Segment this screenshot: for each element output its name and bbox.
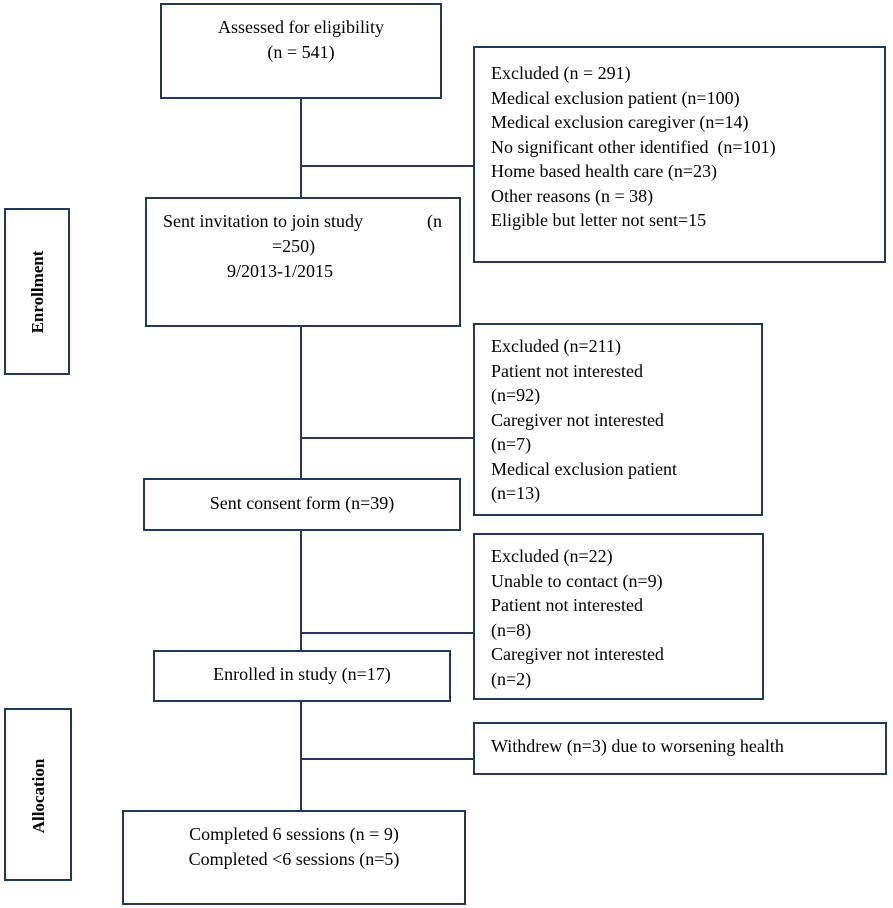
excluded1-line: Medical exclusion caregiver (n=14) bbox=[491, 112, 749, 132]
excluded-box-3: Excluded (n=22) Unable to contact (n=9) … bbox=[473, 533, 764, 700]
excluded2-line: Excluded (n=211) bbox=[491, 336, 621, 356]
assessed-title: Assessed for eligibility bbox=[218, 17, 384, 37]
consent-box: Sent consent form (n=39) bbox=[143, 478, 461, 531]
completed-box: Completed 6 sessions (n = 9) Completed <… bbox=[122, 810, 466, 905]
withdrew-box: Withdrew (n=3) due to worsening health bbox=[473, 722, 887, 775]
excluded-box-1: Excluded (n = 291) Medical exclusion pat… bbox=[473, 46, 886, 263]
excluded2-line: (n=92) bbox=[491, 385, 541, 405]
enrolled-label: Enrolled in study (n=17) bbox=[213, 664, 391, 684]
excluded1-line: Excluded (n = 291) bbox=[491, 63, 631, 83]
consent-label: Sent consent form (n=39) bbox=[209, 493, 395, 513]
assessed-box: Assessed for eligibility (n = 541) bbox=[160, 3, 442, 99]
excluded3-line: Excluded (n=22) bbox=[491, 546, 613, 566]
excluded2-line: Patient not interested bbox=[491, 360, 643, 381]
excluded3-line: (n=8) bbox=[491, 619, 532, 640]
allocation-label: Allocation bbox=[29, 758, 48, 834]
excluded1-line: No significant other identified (n=101) bbox=[491, 136, 776, 157]
invitation-n-part1: (n bbox=[427, 211, 442, 231]
excluded1-line: Home based health care (n=23) bbox=[491, 161, 718, 181]
completed-6-sessions: Completed 6 sessions (n = 9) bbox=[189, 824, 399, 844]
connector-main-1 bbox=[300, 98, 302, 198]
enrolled-box: Enrolled in study (n=17) bbox=[153, 650, 451, 702]
excluded3-line: Patient not interested bbox=[491, 595, 643, 615]
excluded2-line: Caregiver not interested bbox=[491, 409, 664, 430]
excluded-box-2: Excluded (n=211) Patient not interested … bbox=[473, 323, 763, 516]
connector-main-3 bbox=[300, 530, 302, 651]
enrollment-label: Enrollment bbox=[28, 250, 47, 334]
invitation-dates: 9/2013-1/2015 bbox=[227, 261, 333, 281]
excluded1-line: Medical exclusion patient (n=100) bbox=[491, 87, 740, 108]
excluded2-line: (n=7) bbox=[491, 434, 532, 454]
excluded3-line: (n=2) bbox=[491, 668, 532, 689]
invitation-box: Sent invitation to join study (n =250) 9… bbox=[145, 197, 461, 327]
connector-branch-3 bbox=[300, 632, 474, 634]
withdrew-label: Withdrew (n=3) due to worsening health bbox=[491, 736, 784, 756]
connector-branch-1 bbox=[300, 165, 474, 167]
excluded3-line: Unable to contact (n=9) bbox=[491, 570, 663, 591]
excluded1-line: Other reasons (n = 38) bbox=[491, 185, 654, 206]
allocation-label-box: Allocation bbox=[4, 708, 72, 881]
assessed-count: (n = 541) bbox=[267, 41, 335, 62]
connector-branch-2 bbox=[300, 437, 474, 439]
connector-branch-4 bbox=[300, 758, 474, 760]
connector-main-4 bbox=[300, 701, 302, 810]
completed-fewer-sessions: Completed <6 sessions (n=5) bbox=[188, 848, 400, 869]
excluded2-line: (n=13) bbox=[491, 483, 541, 503]
invitation-title: Sent invitation to join study bbox=[163, 211, 364, 231]
excluded2-line: Medical exclusion patient bbox=[491, 458, 677, 479]
invitation-n-part2: =250) bbox=[272, 236, 316, 256]
connector-main-2 bbox=[300, 326, 302, 479]
excluded1-line: Eligible but letter not sent=15 bbox=[491, 210, 707, 230]
excluded3-line: Caregiver not interested bbox=[491, 644, 664, 664]
enrollment-label-box: Enrollment bbox=[4, 208, 70, 375]
